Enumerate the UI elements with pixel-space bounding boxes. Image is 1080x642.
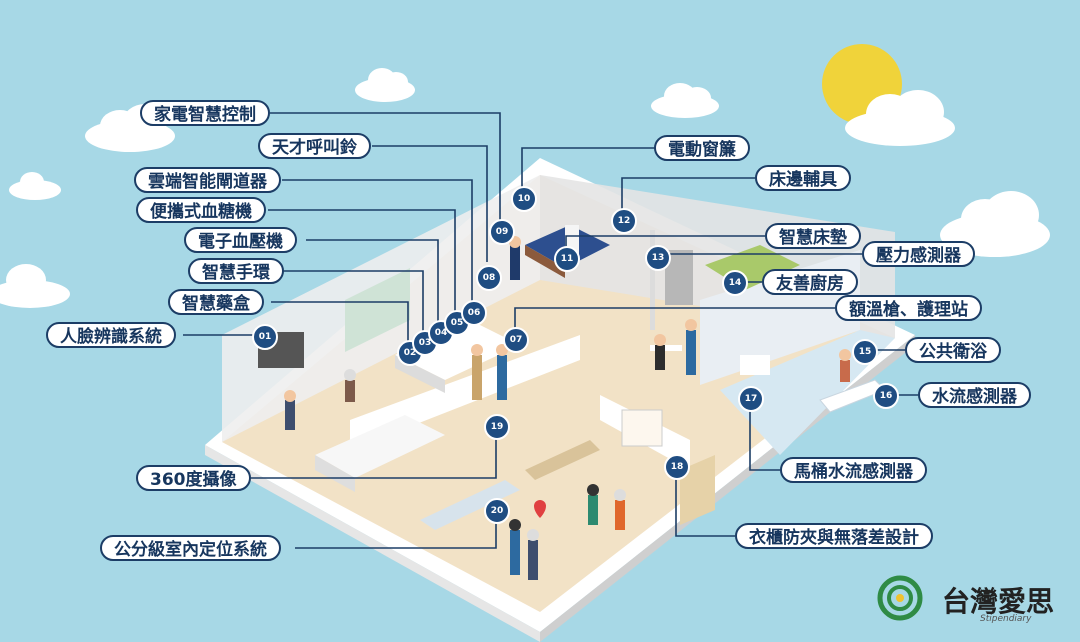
label-water-flow-sensor: 水流感測器 [918, 382, 1031, 408]
people [284, 236, 851, 580]
marker-06: 06 [461, 300, 487, 326]
label-toilet-water-flow-sensor: 馬桶水流感測器 [780, 457, 927, 483]
marker-15: 15 [852, 339, 878, 365]
label-indoor-positioning: 公分級室內定位系統 [100, 535, 281, 561]
leader-lines [183, 112, 918, 549]
marker-13: 13 [645, 245, 671, 271]
label-friendly-kitchen: 友善廚房 [762, 269, 858, 295]
label-bedside-aid: 床邊輔具 [755, 165, 851, 191]
label-call-bell: 天才呼叫鈴 [258, 133, 371, 159]
label-wardrobe-anti-pinch: 衣櫃防夾與無落差設計 [735, 523, 933, 549]
label-cloud-gateway: 雲端智能閘道器 [134, 167, 281, 193]
label-smart-pillbox: 智慧藥盒 [168, 289, 264, 315]
marker-19: 19 [484, 414, 510, 440]
label-glucose-meter: 便攜式血糖機 [136, 197, 266, 223]
label-thermometer-nurse-station: 額溫槍、護理站 [835, 295, 982, 321]
brand-subtitle: Stipendiary [980, 614, 1032, 624]
label-electric-curtain: 電動窗簾 [654, 135, 750, 161]
marker-11: 11 [554, 246, 580, 272]
marker-16: 16 [873, 383, 899, 409]
label-smart-bracelet: 智慧手環 [188, 258, 284, 284]
label-360-camera: 360度攝像 [136, 465, 251, 491]
marker-09: 09 [489, 219, 515, 245]
brand-logo-mark [877, 575, 923, 621]
marker-07: 07 [503, 327, 529, 353]
label-smart-mattress: 智慧床墊 [765, 223, 861, 249]
marker-20: 20 [484, 498, 510, 524]
marker-10: 10 [511, 186, 537, 212]
marker-18: 18 [664, 454, 690, 480]
label-blood-pressure-monitor: 電子血壓機 [184, 227, 297, 253]
label-home-appliance-control: 家電智慧控制 [140, 100, 270, 126]
marker-14: 14 [722, 270, 748, 296]
label-face-recognition: 人臉辨識系統 [46, 322, 176, 348]
marker-01: 01 [252, 324, 278, 350]
location-pin-icon [534, 500, 546, 518]
label-public-bathroom: 公共衛浴 [905, 337, 1001, 363]
marker-12: 12 [611, 208, 637, 234]
label-pressure-sensor: 壓力感測器 [862, 241, 975, 267]
marker-08: 08 [476, 265, 502, 291]
brand-name: 台灣愛思 [942, 585, 1055, 618]
marker-17: 17 [738, 386, 764, 412]
